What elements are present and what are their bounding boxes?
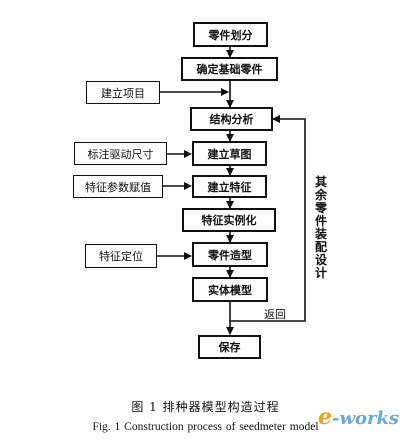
- node-save: 保存: [198, 335, 261, 359]
- node-project: 建立项目: [86, 81, 160, 104]
- edge-return-loop: [230, 115, 306, 322]
- return-label: 返回: [264, 308, 286, 321]
- node-instance: 特征实例化: [182, 208, 276, 232]
- node-feature: 建立特征: [192, 175, 267, 198]
- node-dim: 标注驱动尺寸: [74, 142, 167, 165]
- side-label-other-parts-assembly: 其 余 零 件 装 配 设 计: [314, 175, 327, 280]
- node-locate: 特征定位: [85, 244, 157, 268]
- node-solid: 实体模型: [192, 277, 268, 302]
- node-modeling: 零件造型: [192, 242, 268, 267]
- e-works-logo: e-works: [318, 404, 400, 430]
- caption-en: Fig. 1 Construction process of seedmeter…: [92, 421, 319, 433]
- node-sketch: 建立草图: [192, 141, 267, 166]
- node-base-part: 确定基础零件: [181, 57, 278, 81]
- node-partition: 零件划分: [193, 22, 268, 47]
- node-param: 特征参数赋值: [73, 175, 163, 198]
- caption-cn: 图 1 排种器模型构造过程: [131, 400, 280, 414]
- node-structure: 结构分析: [190, 107, 273, 131]
